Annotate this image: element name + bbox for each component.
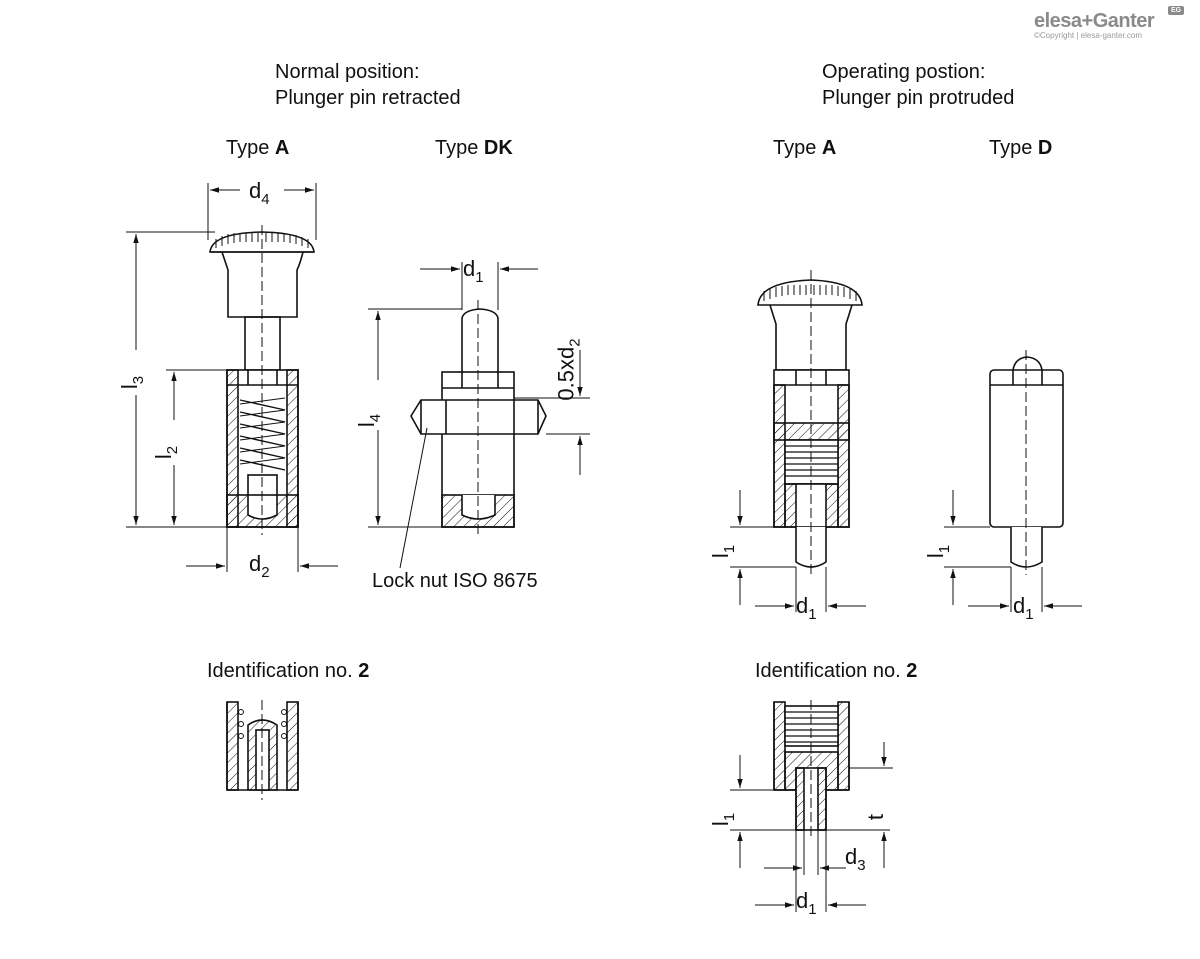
normal-position-heading: Normal position: Plunger pin retracted: [275, 59, 461, 111]
dim-d1-type-a: d1: [796, 593, 817, 624]
type-a-operating-plunger: [757, 270, 863, 575]
type-d-label: Type D: [989, 137, 1053, 159]
type-dk-label: Type DK: [435, 137, 513, 159]
dim-d1-type-d: d1: [1013, 593, 1034, 624]
lock-nut-callout: Lock nut ISO 8675: [372, 570, 538, 592]
normal-heading-line1: Normal position:: [275, 61, 420, 83]
type-a-label-normal: Type A: [226, 137, 290, 159]
dim-d2: d2: [249, 551, 270, 582]
operating-heading-line1: Operating postion:: [822, 61, 986, 83]
type-a-label-operating: Type A: [773, 137, 837, 159]
dim-d4: d4: [249, 178, 270, 209]
dim-d1-ident: d1: [796, 888, 817, 919]
identification-detail-left: [226, 700, 299, 800]
logo-copyright: ©Copyright | elesa-ganter.com: [1034, 31, 1143, 40]
logo-badge: EG: [1168, 6, 1185, 15]
logo-brand: elesa+Ganter: [1034, 10, 1155, 32]
operating-heading-line2: Plunger pin protruded: [822, 87, 1015, 109]
elesa-ganter-logo: elesa+Ganter ©Copyright | elesa-ganter.c…: [1034, 6, 1185, 40]
type-a-normal-plunger: [209, 225, 315, 535]
operating-position-heading: Operating postion: Plunger pin protruded: [822, 59, 1014, 111]
identification-detail-right: [773, 700, 850, 840]
type-d-plunger: [989, 350, 1064, 575]
identification-label-right: Identification no. 2: [755, 660, 918, 682]
dim-d3: d3: [845, 844, 866, 875]
dim-d1-dk: d1: [463, 256, 484, 287]
type-dk-plunger: [410, 300, 547, 535]
normal-heading-line2: Plunger pin retracted: [275, 87, 461, 109]
identification-label-left: Identification no. 2: [207, 660, 370, 682]
